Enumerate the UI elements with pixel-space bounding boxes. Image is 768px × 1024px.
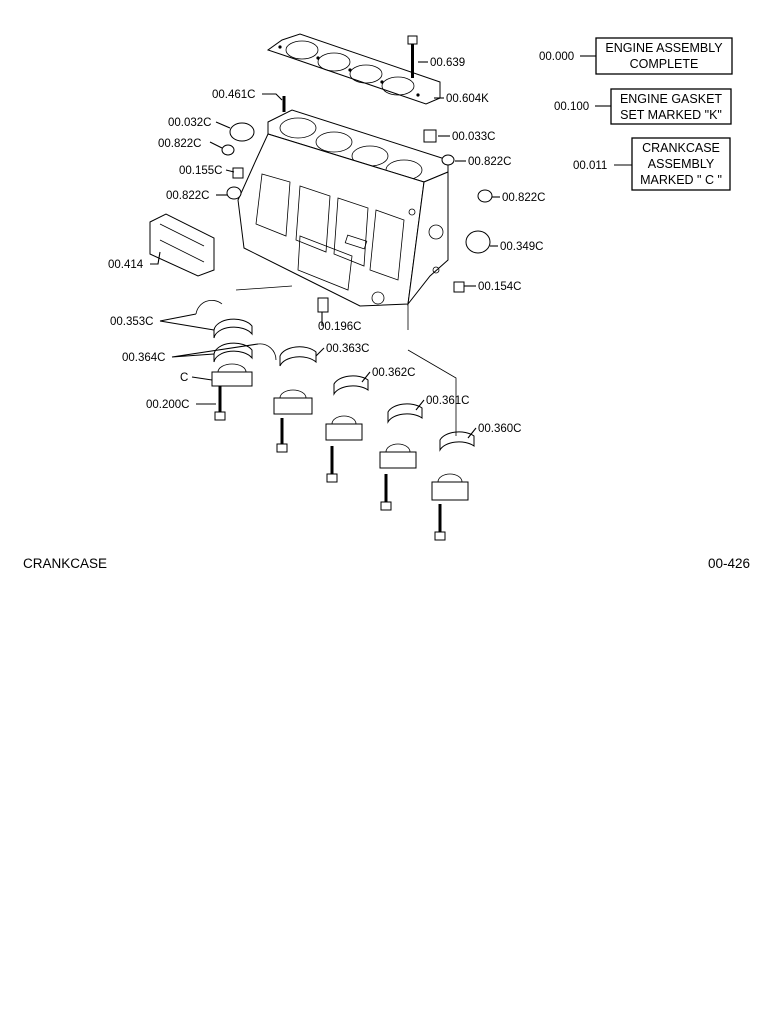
head-gasket-drawing xyxy=(266,33,441,105)
callout-c: C xyxy=(180,372,188,384)
callout-00-196c: 00.196C xyxy=(318,321,361,333)
bearing-shells-drawing xyxy=(195,299,475,452)
leader-lines xyxy=(150,61,500,439)
legend-engine-assembly: 00.000 ENGINE ASSEMBLY COMPLETE xyxy=(539,37,733,75)
callout-00-353c: 00.353C xyxy=(110,316,153,328)
callout-00-822c-right-upper: 00.822C xyxy=(468,156,511,168)
legend-text-line: SET MARKED "K" xyxy=(620,108,722,122)
callout-00-032c: 00.032C xyxy=(168,117,211,129)
callout-00-362c: 00.362C xyxy=(372,367,415,379)
footer-page-code: 00-426 xyxy=(707,556,750,571)
callout-00-639: 00.639 xyxy=(430,57,465,69)
callout-00-361c: 00.361C xyxy=(426,395,469,407)
head-bolt-drawing xyxy=(407,35,418,78)
legend-text-line: ENGINE GASKET xyxy=(620,92,722,106)
callout-00-363c: 00.363C xyxy=(326,343,369,355)
callout-00-822c-left-upper: 00.822C xyxy=(158,138,201,150)
callout-labels: 00.639 00.461C 00.604K 00.032C 00.033C 0… xyxy=(108,57,545,435)
legend-code-gasket-set: 00.100 xyxy=(554,101,589,113)
legend-text-line: ENGINE ASSEMBLY xyxy=(605,41,723,55)
exploded-parts-diagram: 00.000 ENGINE ASSEMBLY COMPLETE 00.100 E… xyxy=(108,33,733,541)
callout-00-154c: 00.154C xyxy=(478,281,521,293)
footer-title: CRANKCASE xyxy=(23,556,108,571)
legend-text-line: ASSEMBLY xyxy=(648,157,715,171)
legend-text-line: MARKED " C " xyxy=(640,173,722,187)
small-parts-drawing xyxy=(221,96,493,313)
bearing-caps-drawing xyxy=(211,363,469,541)
legend-engine-gasket-set: 00.100 ENGINE GASKET SET MARKED "K" xyxy=(554,88,732,125)
callout-00-360c: 00.360C xyxy=(478,423,521,435)
callout-00-364c: 00.364C xyxy=(122,352,165,364)
callout-00-822c-right-lower: 00.822C xyxy=(502,192,545,204)
legend-code-engine-assembly: 00.000 xyxy=(539,51,574,63)
legend-text-line: CRANKCASE xyxy=(642,141,720,155)
legend-text-line: COMPLETE xyxy=(630,57,699,71)
callout-00-200c: 00.200C xyxy=(146,399,189,411)
callout-00-604k: 00.604K xyxy=(446,93,489,105)
callout-00-822c-left-lower: 00.822C xyxy=(166,190,209,202)
callout-00-033c: 00.033C xyxy=(452,131,495,143)
legend-code-crankcase: 00.011 xyxy=(573,160,607,172)
callout-00-414: 00.414 xyxy=(108,259,144,271)
crankcase-block-drawing xyxy=(237,109,449,330)
side-cover-drawing xyxy=(149,213,215,277)
callout-00-155c: 00.155C xyxy=(179,165,222,177)
callout-00-349c: 00.349C xyxy=(500,241,543,253)
callout-00-461c: 00.461C xyxy=(212,89,255,101)
legend-crankcase-assembly: 00.011 CRANKCASE ASSEMBLY MARKED " C " xyxy=(573,137,731,191)
